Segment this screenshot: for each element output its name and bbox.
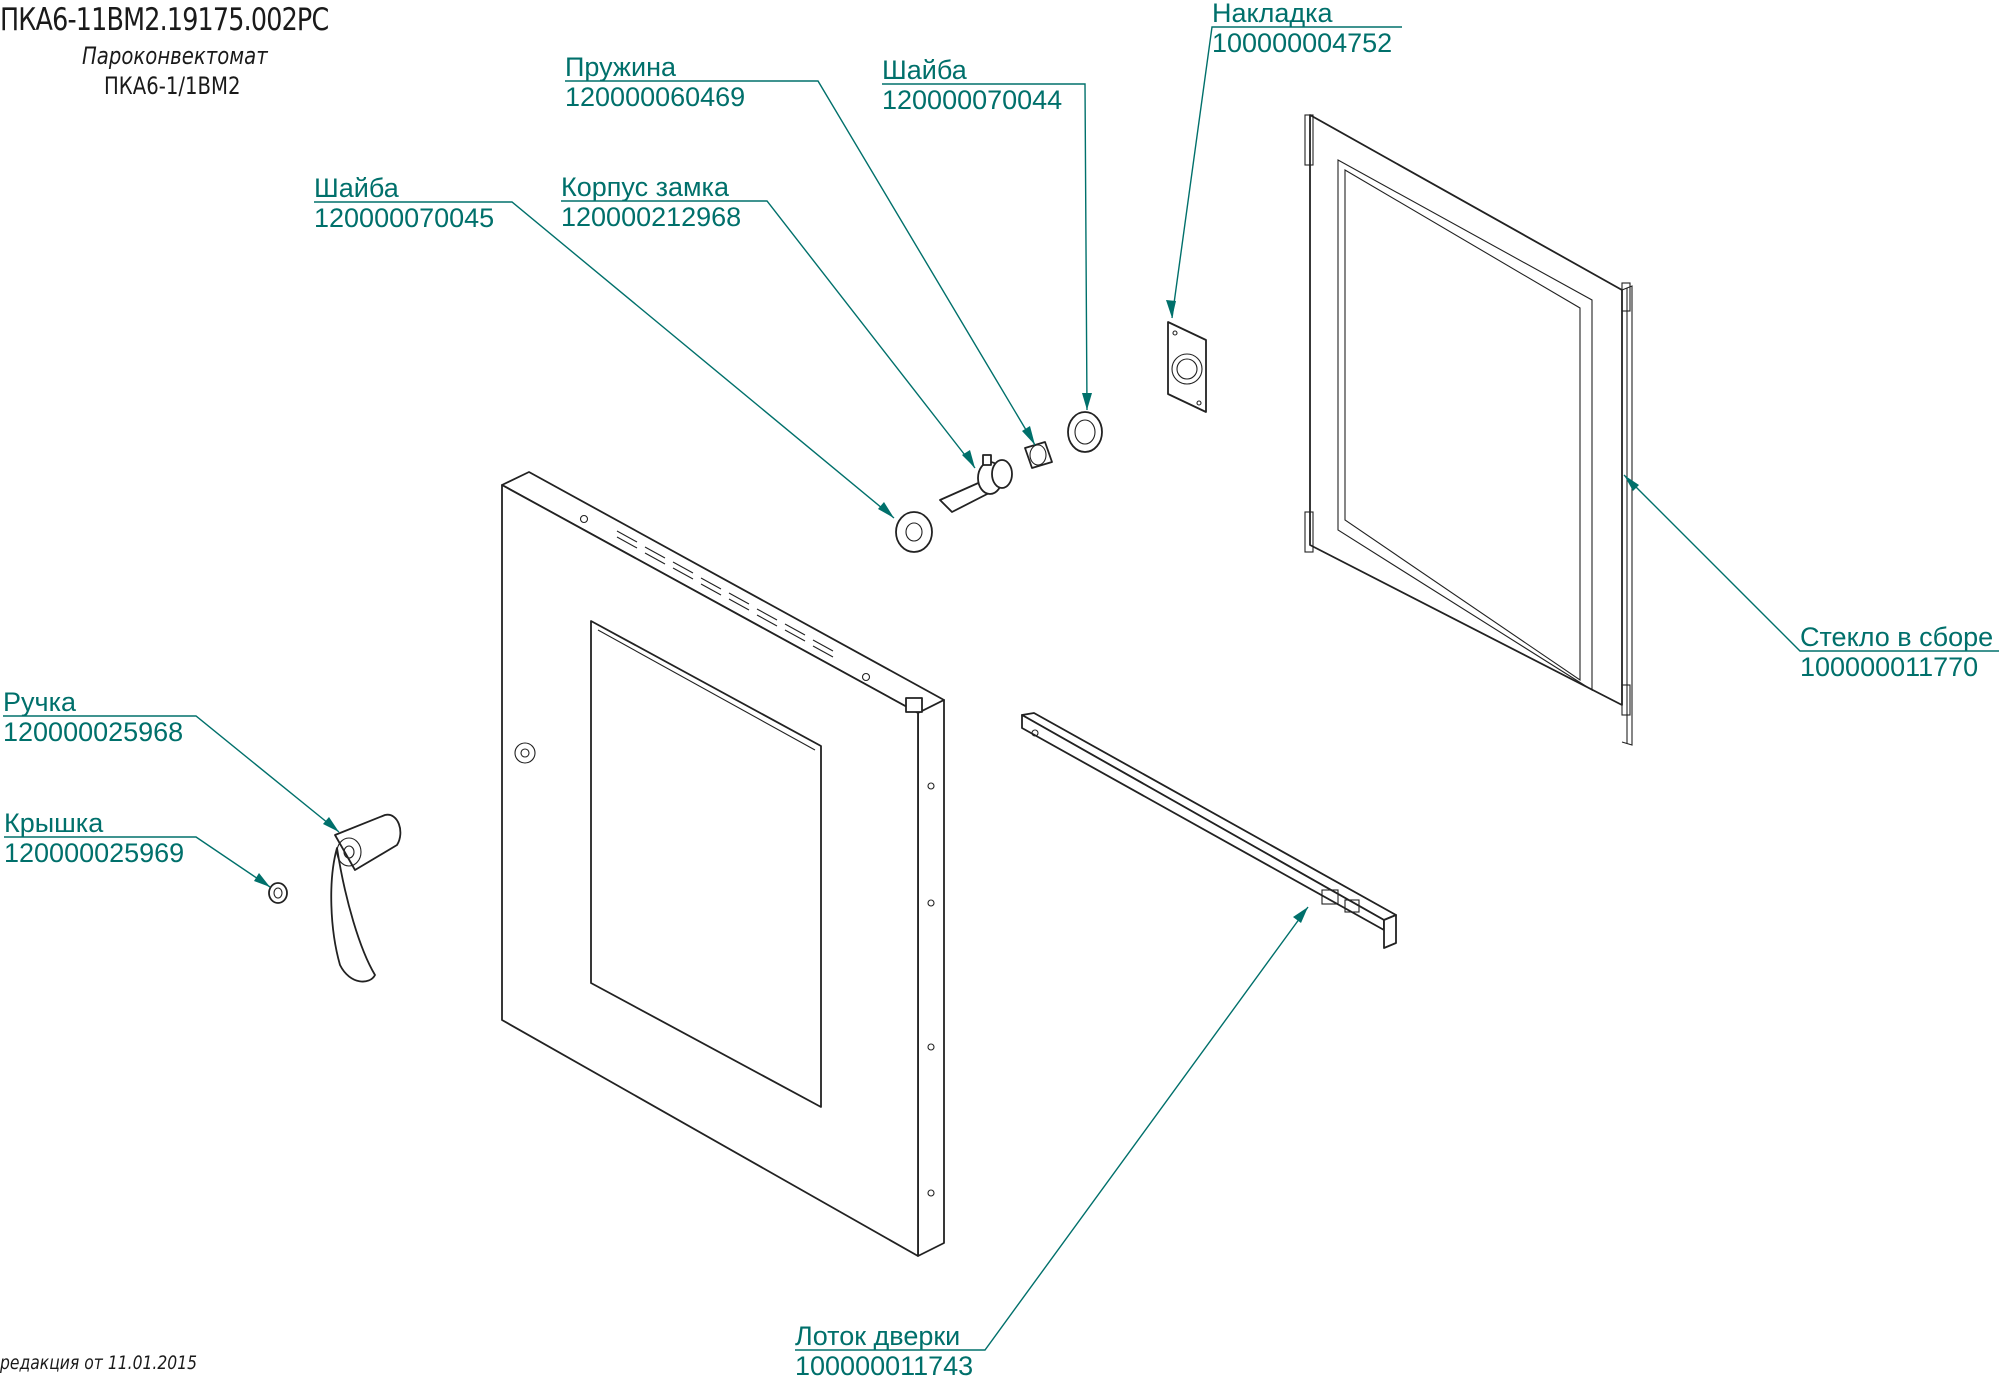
callout-name: Крышка	[4, 808, 104, 838]
product-model: ПКА6-1/1ВМ2	[104, 72, 241, 100]
callout-name: Ручка	[3, 687, 77, 717]
callout-code: 120000070044	[882, 85, 1062, 115]
callout-code: 120000070045	[314, 203, 494, 233]
callout-kryshka: Крышка 120000025969	[4, 808, 271, 888]
callout-code: 100000011770	[1800, 652, 1978, 682]
callout-code: 120000212968	[561, 202, 741, 232]
callout-shaiba-45: Шайба 120000070045	[314, 173, 895, 519]
callout-name: Корпус замка	[561, 172, 730, 202]
callout-korpus-zamka: Корпус замка 120000212968	[561, 172, 976, 469]
callout-ruchka: Ручка 120000025968	[3, 687, 340, 833]
callout-name: Шайба	[882, 55, 968, 85]
door-panel-drawing	[501, 471, 945, 1257]
callout-code: 100000004752	[1212, 28, 1392, 58]
callout-shaiba-44: Шайба 120000070044	[882, 55, 1092, 411]
document-code: ПКА6-11ВМ2.19175.002РС	[0, 2, 329, 38]
glass-assembly-drawing	[1304, 114, 1633, 746]
callout-steklo: Стекло в сборе 100000011770	[1623, 474, 1999, 682]
handle-drawing	[330, 813, 402, 983]
lock-parts-drawing	[895, 411, 1103, 553]
callout-name: Лоток дверки	[795, 1321, 960, 1351]
callout-code: 120000025969	[4, 838, 184, 868]
latch-plate-drawing	[1167, 321, 1207, 413]
cap-drawing	[268, 882, 288, 904]
door-tray-drawing	[1021, 712, 1397, 949]
callout-code: 100000011743	[795, 1351, 973, 1378]
revision-note: редакция от 11.01.2015	[0, 1352, 198, 1374]
callout-code: 120000060469	[565, 82, 745, 112]
callout-lotok: Лоток дверки 100000011743	[795, 906, 1309, 1378]
callout-pruzhina: Пружина 120000060469	[565, 52, 1036, 446]
callout-nakladka: Накладка 100000004752	[1166, 0, 1402, 319]
callout-name: Пружина	[565, 52, 677, 82]
callout-name: Накладка	[1212, 0, 1334, 28]
callout-code: 120000025968	[3, 717, 183, 747]
product-name: Пароконвектомат	[82, 42, 268, 70]
callout-name: Стекло в сборе	[1800, 622, 1993, 652]
callout-name: Шайба	[314, 173, 400, 203]
